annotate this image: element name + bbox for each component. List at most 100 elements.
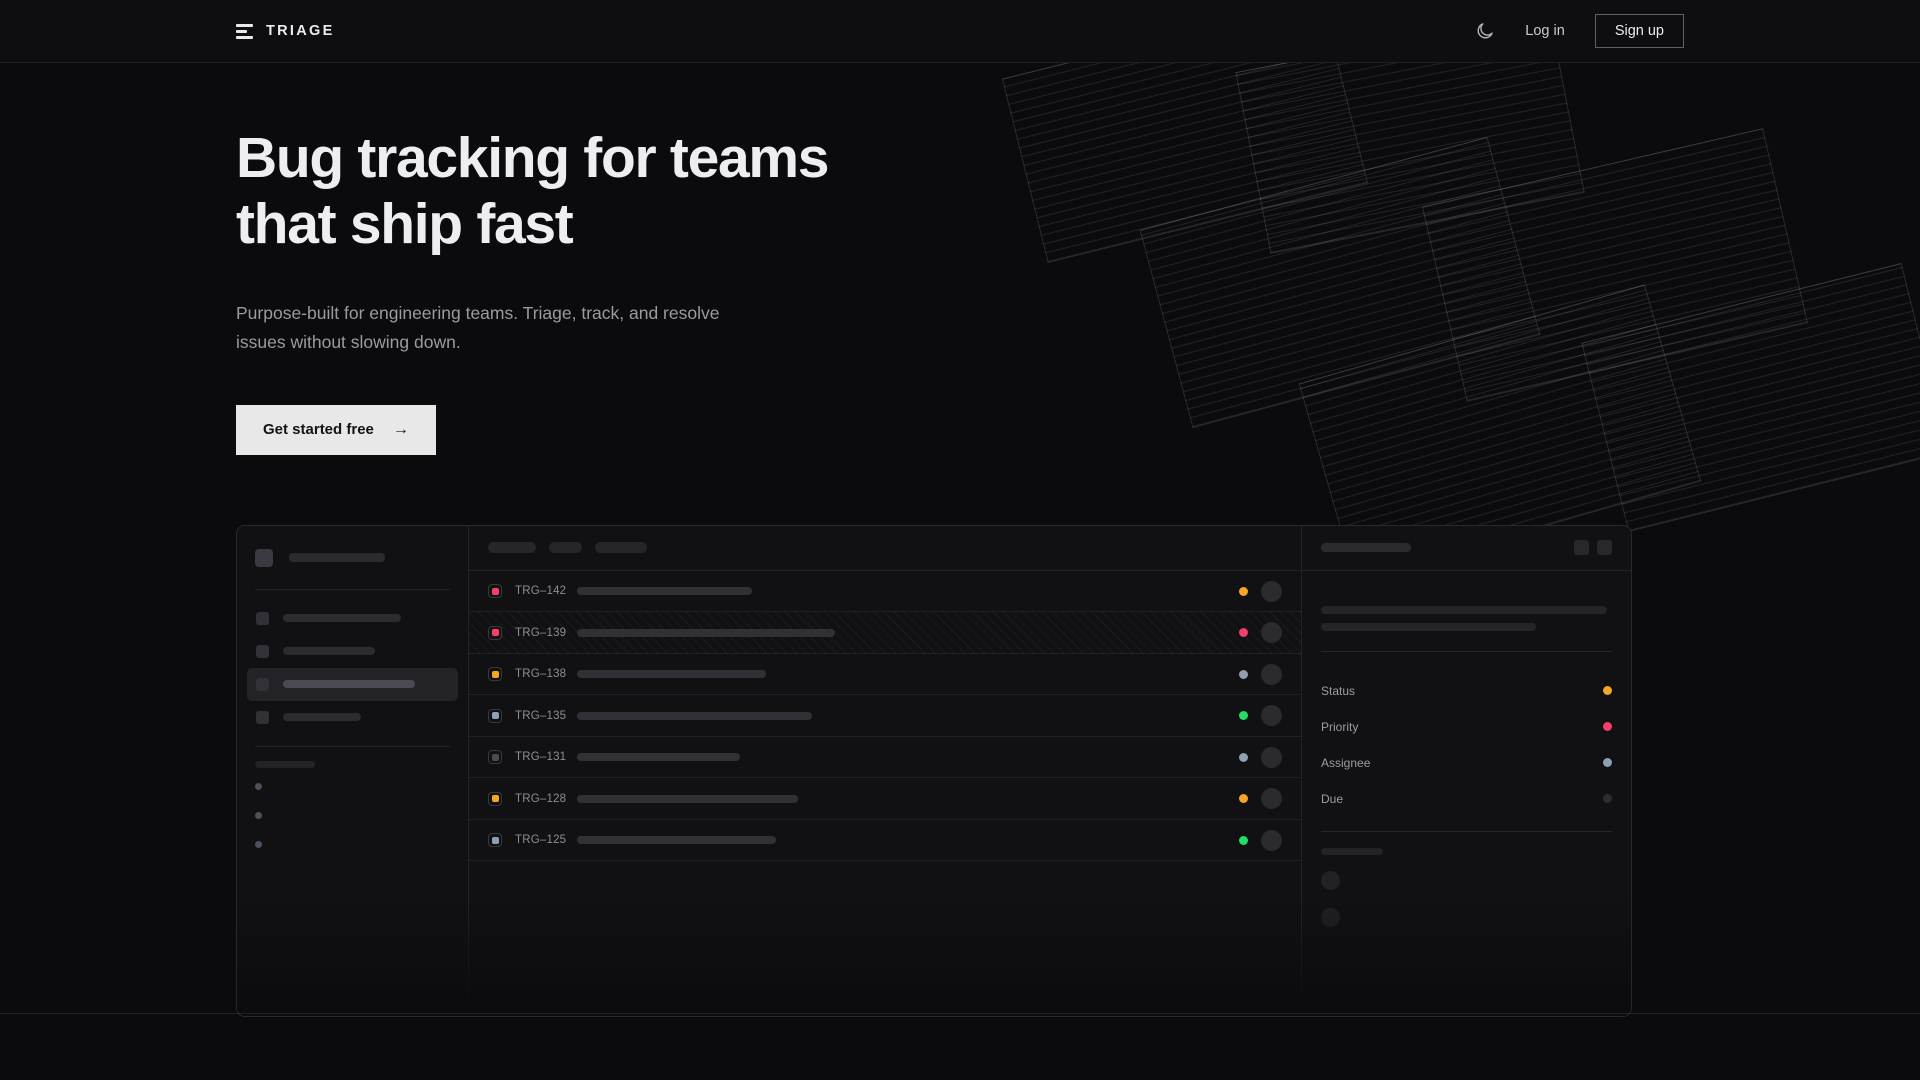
issue-title-placeholder — [577, 670, 766, 679]
workspace-avatar — [255, 548, 273, 567]
detail-field-due[interactable]: Due — [1321, 781, 1612, 817]
login-link[interactable]: Log in — [1525, 23, 1565, 39]
hero-subheading: Purpose-built for engineering teams. Tri… — [236, 303, 720, 352]
detail-divider-1 — [1321, 650, 1612, 652]
status-dot-icon — [1239, 835, 1248, 845]
assignee-avatar — [1261, 622, 1282, 644]
sidebar-item-3[interactable] — [247, 667, 458, 701]
comment-avatar-list — [1321, 870, 1612, 927]
filter-chip-2[interactable] — [549, 542, 582, 554]
brand-logo[interactable]: TRIAGE — [236, 23, 335, 39]
sidebar-item-4[interactable] — [247, 701, 458, 734]
hero-heading-line1: Bug tracking for teams — [236, 126, 830, 190]
issue-title-placeholder — [577, 836, 776, 845]
workspace-name-placeholder — [289, 553, 385, 563]
filter-chip-3[interactable] — [595, 542, 647, 554]
issue-id: TRG–125 — [515, 834, 567, 847]
field-value-dot — [1603, 794, 1612, 804]
navbar-actions: Log in Sign up — [1475, 14, 1684, 48]
table-row[interactable]: TRG–138 — [469, 654, 1301, 696]
row-meta — [1239, 663, 1282, 685]
sidebar-item-2[interactable] — [247, 635, 458, 668]
sidebar-tag-2[interactable] — [237, 801, 468, 830]
sidebar-tag-3[interactable] — [237, 830, 468, 859]
assignee-avatar — [1261, 705, 1282, 727]
detail-header — [1302, 526, 1631, 571]
filter-chip-1[interactable] — [488, 542, 536, 554]
field-value-dot — [1603, 686, 1612, 696]
section-label-placeholder — [255, 760, 315, 768]
assignee-avatar — [1261, 663, 1282, 685]
tag-dot-icon — [255, 811, 262, 819]
issue-title-placeholder — [577, 587, 752, 596]
detail-action-2[interactable] — [1597, 540, 1612, 556]
tag-dot-icon — [255, 782, 262, 790]
sidebar-section-header — [237, 747, 468, 772]
field-value-dot — [1603, 758, 1612, 768]
sidebar-item-icon — [256, 611, 269, 625]
table-row[interactable]: TRG–125 — [469, 820, 1301, 862]
get-started-button[interactable]: Get started free → — [236, 404, 436, 455]
table-row[interactable]: TRG–135 — [469, 695, 1301, 737]
detail-action-buttons — [1574, 540, 1612, 556]
assignee-avatar — [1261, 580, 1282, 602]
detail-field-priority[interactable]: Priority — [1321, 709, 1612, 745]
detail-description-placeholder — [1321, 605, 1612, 631]
signup-button[interactable]: Sign up — [1594, 14, 1684, 48]
field-value-dot — [1603, 722, 1612, 732]
tag-dot-icon — [255, 840, 262, 848]
status-dot-icon — [1239, 711, 1248, 721]
detail-desc-line-2 — [1321, 622, 1536, 631]
issue-title-placeholder — [577, 628, 835, 637]
sidebar-tag-1[interactable] — [237, 772, 468, 801]
comment-avatar-2 — [1321, 907, 1340, 927]
moon-icon[interactable] — [1475, 21, 1495, 41]
row-meta — [1239, 746, 1282, 768]
row-meta — [1239, 622, 1282, 644]
table-row[interactable]: TRG–131 — [469, 737, 1301, 779]
workspace-switcher[interactable] — [237, 526, 468, 589]
row-meta — [1239, 580, 1282, 602]
status-dot-icon — [1239, 586, 1248, 596]
table-row[interactable]: TRG–128 — [469, 778, 1301, 820]
preview-sidebar — [237, 525, 469, 1016]
sidebar-item-label-placeholder — [283, 680, 415, 689]
issue-id: TRG–139 — [515, 626, 567, 639]
field-label: Due — [1321, 791, 1344, 806]
assignee-avatar — [1261, 829, 1282, 851]
detail-title-placeholder — [1321, 543, 1411, 553]
sidebar-tag-list — [237, 772, 468, 859]
table-row[interactable]: TRG–139 — [469, 612, 1301, 654]
assignee-avatar — [1261, 746, 1282, 768]
row-meta — [1239, 788, 1282, 810]
priority-indicator — [488, 584, 502, 599]
sidebar-item-1[interactable] — [247, 602, 458, 635]
hero-heading-line2: that ship fast — [236, 192, 574, 257]
issue-id: TRG–142 — [515, 585, 567, 598]
priority-indicator — [488, 625, 502, 640]
field-label: Priority — [1321, 719, 1359, 734]
sidebar-item-icon — [256, 644, 269, 658]
row-meta — [1239, 705, 1282, 727]
status-dot-icon — [1239, 669, 1248, 679]
detail-field-assignee[interactable]: Assignee — [1321, 745, 1612, 781]
priority-indicator — [488, 791, 502, 806]
table-row[interactable]: TRG–142 — [469, 571, 1301, 613]
detail-field-status[interactable]: Status — [1321, 673, 1612, 709]
top-navbar: TRIAGE Log in Sign up — [0, 0, 1920, 63]
arrow-right-icon: → — [392, 420, 409, 438]
sidebar-item-label-placeholder — [283, 647, 375, 656]
cta-label: Get started free — [263, 421, 374, 439]
status-dot-icon — [1239, 628, 1248, 638]
issue-title-placeholder — [577, 753, 740, 762]
detail-action-1[interactable] — [1574, 540, 1589, 556]
assignee-avatar — [1261, 788, 1282, 810]
section-divider — [0, 1013, 1920, 1014]
hero-heading: Bug tracking for teams that ship fast — [236, 125, 956, 257]
sidebar-divider-bottom — [255, 745, 450, 747]
issue-id: TRG–135 — [515, 709, 567, 722]
